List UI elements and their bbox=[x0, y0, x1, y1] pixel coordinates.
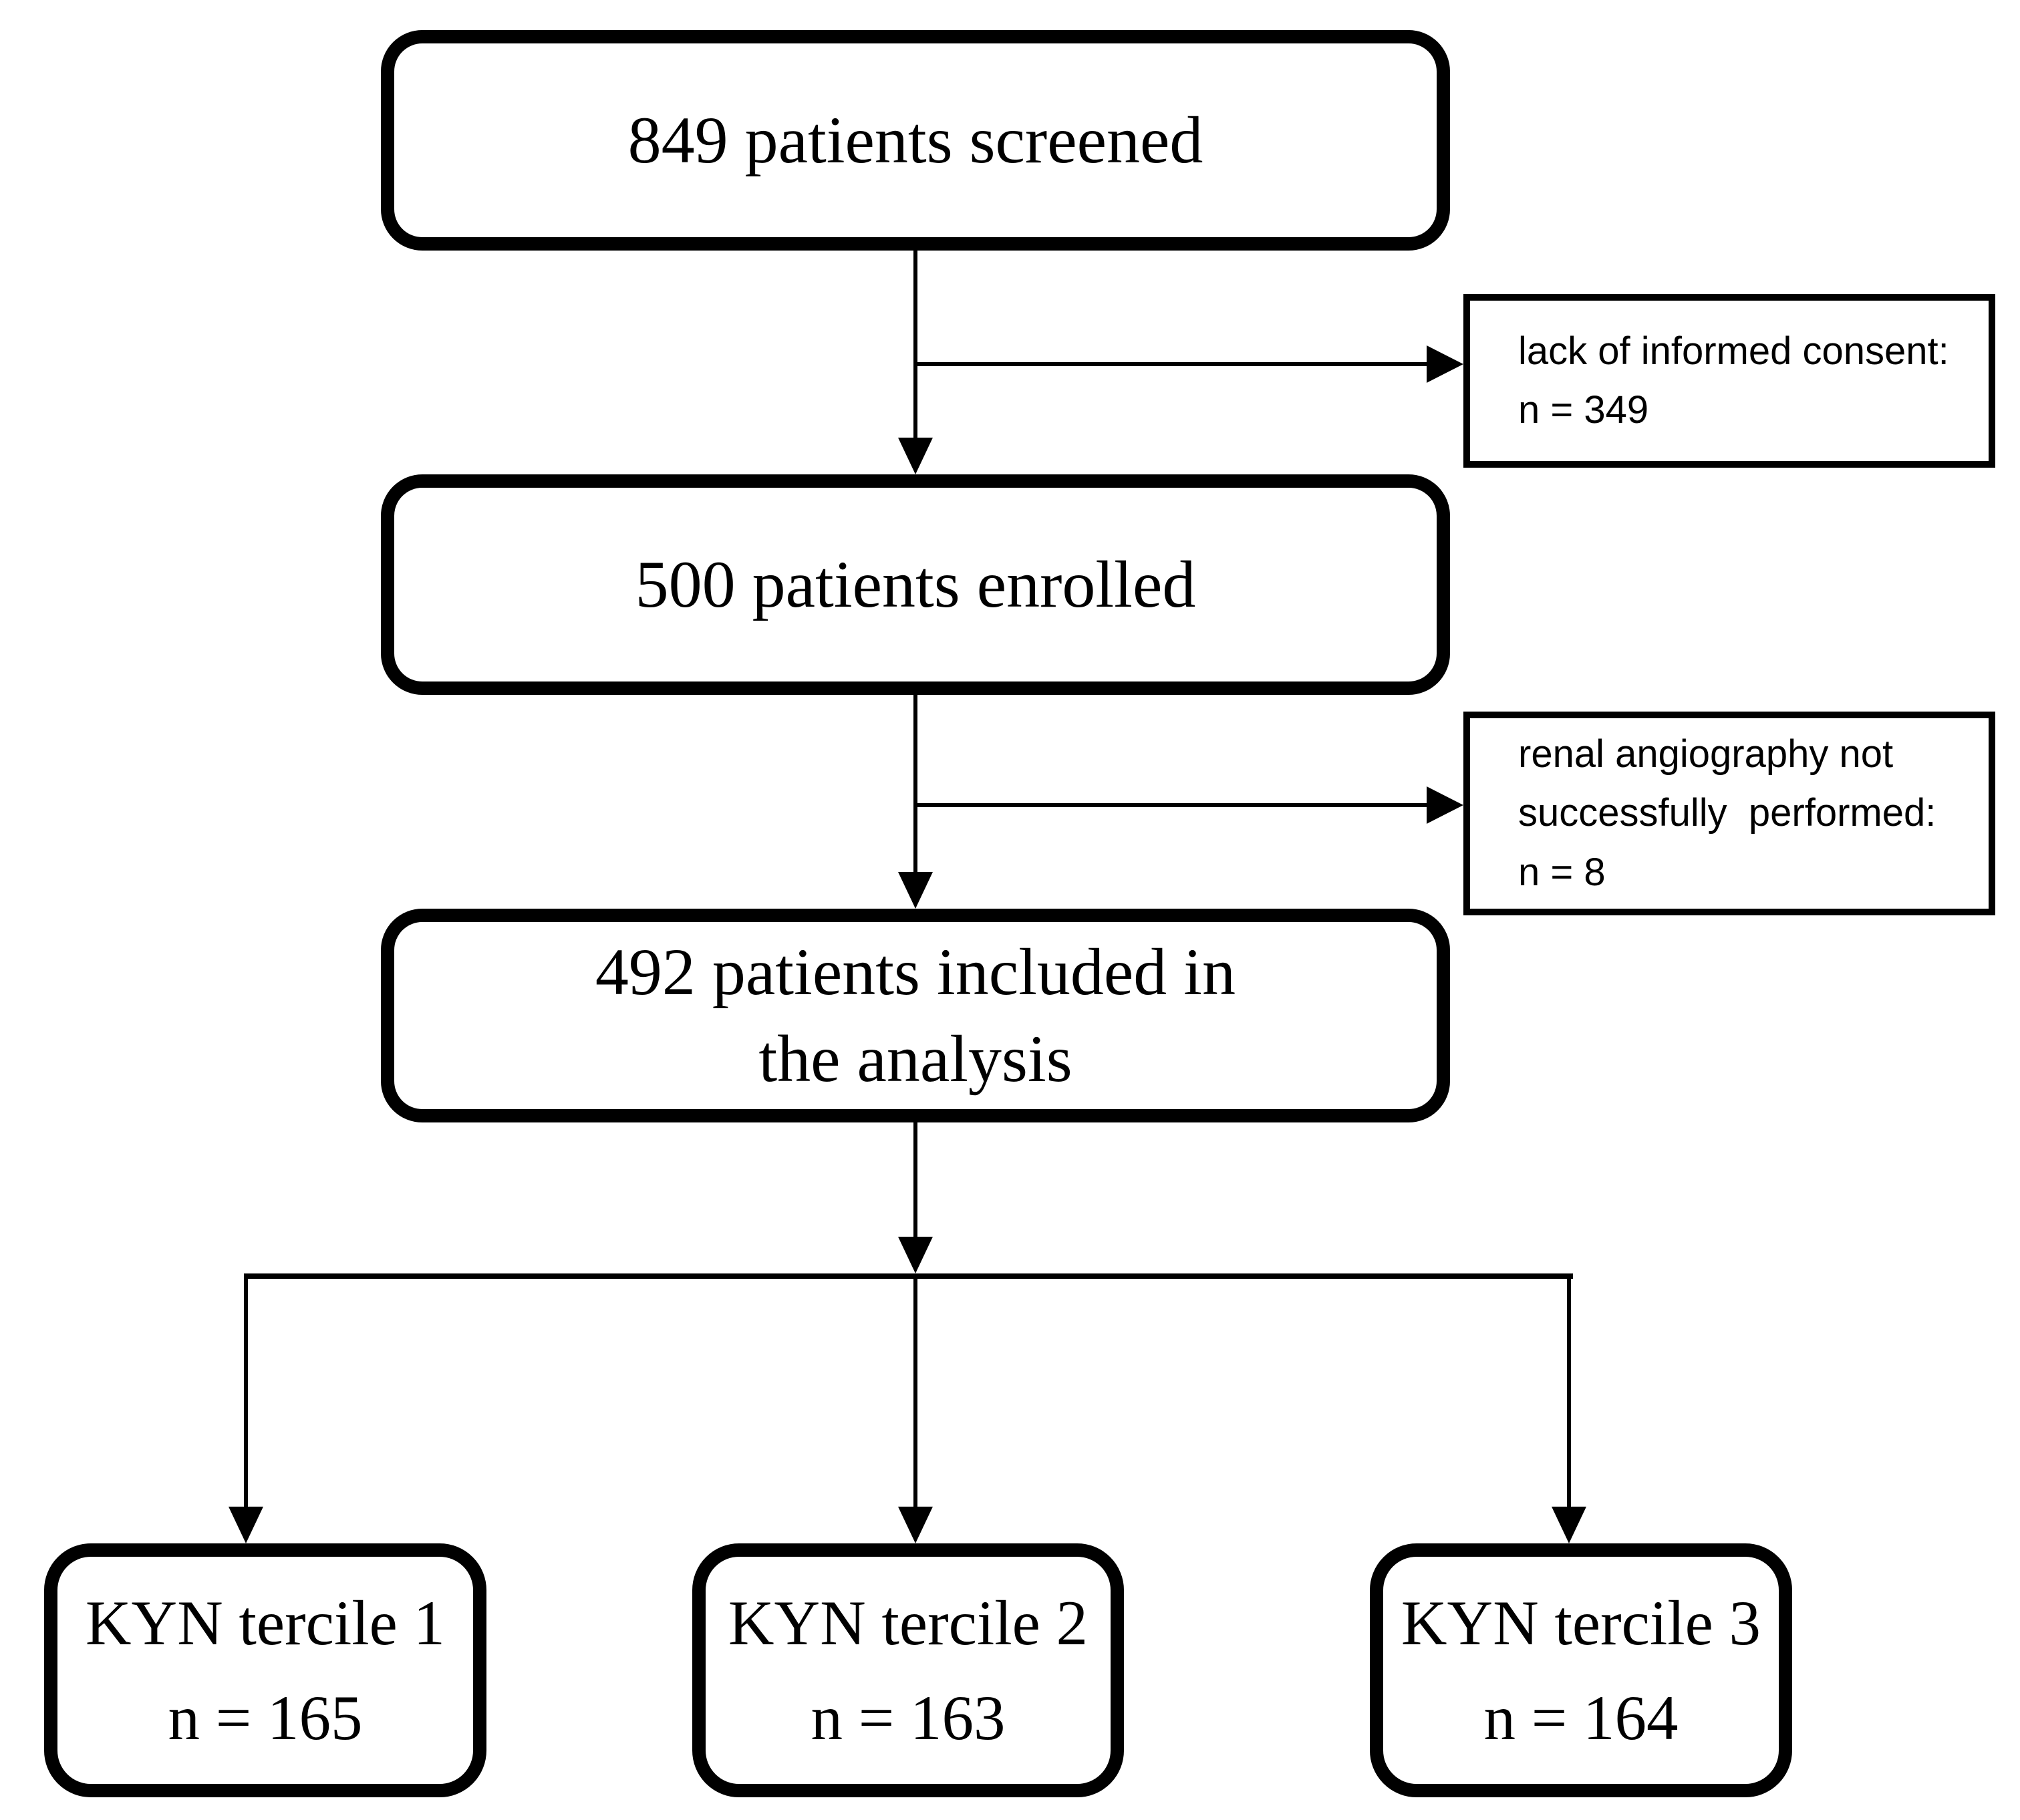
arrowhead-down-icon bbox=[229, 1507, 263, 1543]
kyn-tercile-2-box: KYN tercile 2 n = 163 bbox=[692, 1543, 1124, 1797]
enrolled-patients-label: 500 patients enrolled bbox=[635, 547, 1196, 621]
arrowhead-down-icon bbox=[898, 438, 933, 474]
exclusion-consent-reason: lack of informed consent: bbox=[1518, 329, 1949, 373]
connector-branch-to-tercile2 bbox=[913, 1279, 917, 1507]
kyn-tercile-2-label: KYN tercile 2 bbox=[728, 1587, 1089, 1658]
included-patients-label-line1: 492 patients included in bbox=[595, 935, 1236, 1009]
exclusion-consent-box: lack of informed consent: n = 349 bbox=[1463, 294, 1995, 468]
screened-patients-label: 849 patients screened bbox=[627, 103, 1203, 177]
arrowhead-down-icon bbox=[1552, 1507, 1586, 1543]
connector-to-consent-exclusion bbox=[915, 362, 1430, 366]
exclusion-consent-count: n = 349 bbox=[1518, 388, 1649, 432]
kyn-tercile-2-count: n = 163 bbox=[811, 1682, 1006, 1753]
exclusion-angiography-count: n = 8 bbox=[1518, 850, 1606, 894]
arrowhead-down-icon bbox=[898, 1507, 933, 1543]
included-patients-label-line2: the analysis bbox=[758, 1022, 1072, 1096]
exclusion-angiography-box: renal angiography not successfully perfo… bbox=[1463, 712, 1995, 915]
exclusion-angiography-reason-line2: successfully performed: bbox=[1518, 791, 1936, 835]
connector-to-angiography-exclusion bbox=[915, 803, 1430, 807]
enrolled-patients-box: 500 patients enrolled bbox=[381, 474, 1450, 695]
kyn-tercile-3-count: n = 164 bbox=[1483, 1682, 1679, 1753]
connector-included-to-branch bbox=[913, 1122, 917, 1239]
connector-branch-to-tercile1 bbox=[244, 1279, 248, 1507]
screened-patients-box: 849 patients screened bbox=[381, 30, 1450, 251]
kyn-tercile-1-label: KYN tercile 1 bbox=[85, 1587, 446, 1658]
connector-screened-to-enrolled bbox=[913, 251, 917, 441]
kyn-tercile-3-box: KYN tercile 3 n = 164 bbox=[1370, 1543, 1792, 1797]
kyn-tercile-1-box: KYN tercile 1 n = 165 bbox=[44, 1543, 486, 1797]
branch-distribution-line bbox=[244, 1273, 1573, 1279]
kyn-tercile-3-label: KYN tercile 3 bbox=[1401, 1587, 1761, 1658]
arrowhead-down-icon bbox=[898, 1237, 933, 1273]
arrowhead-right-icon bbox=[1427, 786, 1463, 824]
included-patients-box: 492 patients included in the analysis bbox=[381, 909, 1450, 1122]
connector-branch-to-tercile3 bbox=[1567, 1279, 1571, 1507]
exclusion-angiography-reason-line1: renal angiography not bbox=[1518, 732, 1894, 776]
kyn-tercile-1-count: n = 165 bbox=[168, 1682, 363, 1753]
arrowhead-down-icon bbox=[898, 872, 933, 909]
arrowhead-right-icon bbox=[1427, 345, 1463, 383]
connector-enrolled-to-included bbox=[913, 695, 917, 875]
